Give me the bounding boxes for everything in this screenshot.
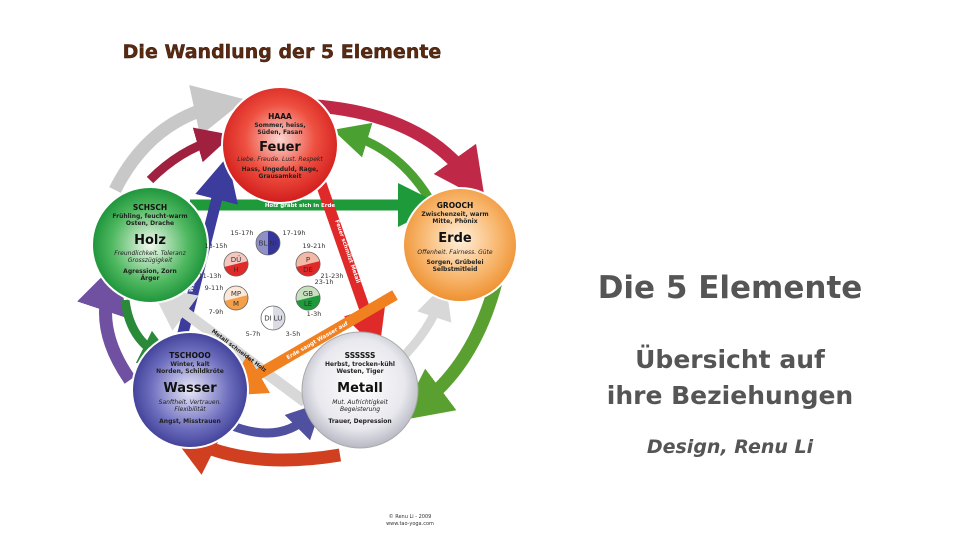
diagram-title: Die Wandlung der 5 Elemente (123, 41, 442, 63)
feuer-season: Sommer, heiss, (254, 122, 305, 129)
arrow-metall-erde-inner (396, 282, 452, 364)
feuer-virtues: Liebe. Freude. Lust. Respekt (237, 156, 323, 163)
erde-emotions-2: Selbstmitleid (433, 266, 478, 273)
wasser-virtues-2: Flexibilität (174, 406, 206, 413)
organ-pair-mp: MP M 9-11h 7-9h (205, 284, 249, 316)
arrow-holz-feuer-inner (146, 127, 233, 184)
arrow-wasser-holz-outer (77, 260, 136, 384)
organ-b: DE (303, 266, 313, 274)
time-b: 17-19h (282, 229, 305, 237)
metall-season: Herbst, trocken-kühl (325, 361, 395, 368)
subtitle-line-1: Übersicht auf (635, 345, 825, 374)
holz-emotions-2: Ärger (141, 275, 160, 282)
holz-name: Holz (134, 233, 166, 248)
holz-direction: Osten, Drache (126, 220, 174, 227)
wasser-virtues: Sanftheit. Vertrauen. (159, 399, 222, 406)
metall-sound: SSSSSS (345, 351, 376, 360)
organ-a: DÜ (231, 255, 242, 264)
element-metall: SSSSSS Herbst, trocken-kühl Westen, Tige… (301, 331, 419, 449)
slide-subtitle: Übersicht auf ihre Beziehungen (560, 342, 900, 414)
erde-direction: Mitte, Phönix (432, 218, 477, 225)
metall-virtues: Mut. Aufrichtigkeit (332, 399, 388, 406)
organ-a: DI (264, 315, 271, 323)
arrow-wasser-metall-inner (228, 402, 323, 441)
feuer-name: Feuer (259, 140, 301, 155)
organ-a: P (306, 256, 310, 264)
time-a: 15-17h (230, 229, 253, 237)
organ-b: LU (274, 315, 283, 323)
time-b: 11-13h (198, 272, 221, 280)
feuer-direction: Süden, Fasan (257, 129, 302, 136)
arrow-feuer-erde-outer (299, 98, 486, 202)
time-b: 21-23h (320, 272, 343, 280)
slide-title: Die 5 Elemente (597, 270, 863, 306)
metall-emotions: Trauer, Depression (328, 418, 391, 425)
time-a: 9-11h (205, 284, 224, 292)
erde-season: Zwischenzeit, warm (421, 211, 488, 218)
arrow-erde-feuer-inner (332, 122, 434, 203)
element-wasser: TSCHOOO Winter, kalt Norden, Schildkröte… (131, 331, 249, 449)
wasser-sound: TSCHOOO (169, 351, 210, 360)
holz-season: Frühling, feucht-warm (112, 213, 187, 220)
metall-name: Metall (337, 381, 383, 396)
organ-b: M (233, 300, 239, 308)
erde-emotions: Sorgen, Grübelei (426, 259, 483, 266)
metall-virtues-2: Begeisterung (340, 406, 380, 413)
subtitle-line-2: ihre Beziehungen (606, 381, 854, 410)
time-b: 7-9h (209, 308, 224, 316)
organ-a: BL (259, 240, 268, 248)
erde-sound: GROOCH (437, 201, 473, 210)
organ-b: NI (269, 240, 276, 248)
element-erde: GROOCH Zwischenzeit, warm Mitte, Phönix … (402, 187, 518, 303)
organ-b: LE (304, 300, 312, 308)
erde-virtues: Offenheit. Fairness. Güte (417, 249, 493, 256)
slide-author: Design, Renu Li (646, 436, 814, 458)
holz-virtues-2: Grosszügigkeit (128, 257, 173, 264)
time-a: 23-1h (315, 278, 334, 286)
website: www.tao-yoga.com (386, 521, 434, 527)
erde-name: Erde (438, 231, 472, 246)
time-b: 3-5h (286, 330, 301, 338)
five-elements-diagram: Die Wandlung der 5 Elemente Holz gräbt s… (77, 41, 518, 527)
time-b: 1-3h (307, 310, 322, 318)
time-a: 13-15h (204, 242, 227, 250)
feuer-emotions: Hass, Ungeduld, Rage, (242, 166, 319, 173)
organ-pair-dü: DÜ H 13-15h 11-13h (198, 242, 249, 280)
holz-sound: SCHSCH (133, 203, 167, 212)
copyright: © Renu Li - 2009 (389, 513, 432, 520)
wasser-season: Winter, kalt (170, 361, 209, 368)
wasser-name: Wasser (163, 381, 217, 396)
arrow-holz-feuer-outer (109, 85, 246, 193)
holz-virtues: Freundlichkeit. Toleranz (114, 250, 186, 257)
element-holz: SCHSCH Frühling, feucht-warm Osten, Drac… (91, 186, 209, 304)
feuer-sound: HAAA (268, 112, 292, 121)
time-a: 19-21h (302, 242, 325, 250)
organ-b: H (233, 266, 238, 274)
feuer-emotions-2: Grausamkeit (259, 173, 302, 180)
organ-a: MP (231, 290, 241, 298)
wasser-direction: Norden, Schildkröte (156, 368, 224, 375)
label-holz-erde: Holz gräbt sich in Erde (265, 203, 336, 209)
organ-a: GB (303, 290, 313, 298)
element-feuer: HAAA Sommer, heiss, Süden, Fasan Feuer L… (221, 86, 339, 204)
metall-direction: Westen, Tiger (336, 368, 383, 375)
organ-pair-gb: GB LE 23-1h 1-3h (295, 278, 334, 318)
holz-emotions: Agression, Zorn (123, 268, 177, 275)
wasser-emotions: Angst, Misstrauen (159, 418, 221, 425)
organ-pair-p: P DE 19-21h 21-23h (295, 242, 344, 280)
time-a: 5-7h (246, 330, 261, 338)
